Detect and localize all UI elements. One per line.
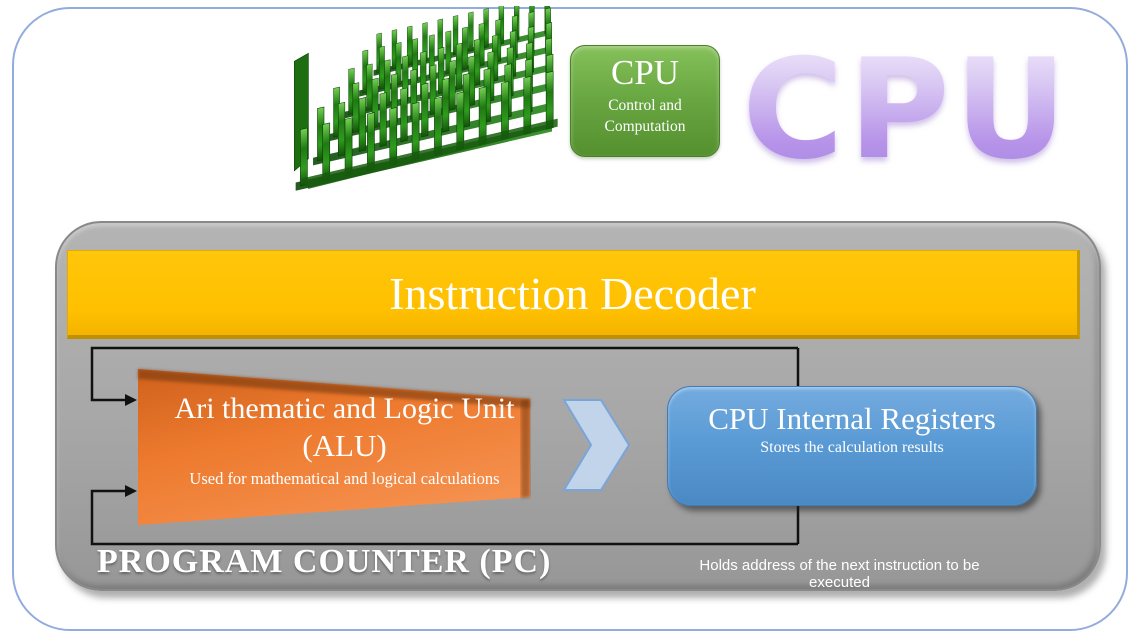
slide-border [12,7,1128,631]
chevron-arrow-icon [562,399,631,491]
alu-acronym: (ALU) [302,428,387,463]
alu-description: Used for mathematical and logical calcul… [189,468,500,488]
cpu-internal-registers-box: CPU Internal Registers Stores the calcul… [667,386,1037,506]
heatsink-image [294,6,558,191]
registers-description: Stores the calculation results [760,439,944,457]
program-counter-note: Holds address of the next instruction to… [699,557,980,591]
registers-title: CPU Internal Registers [708,401,996,436]
cpu-badge: CPU Control and Computation [570,45,720,157]
alu-title: Ari thematic and Logic Unit [174,392,515,425]
instruction-decoder-label: Instruction Decoder [389,267,756,319]
cpu-wordmark: CPU [742,28,1072,190]
instruction-decoder-banner: Instruction Decoder [67,250,1080,339]
alu-and-chevron-shapes [138,369,631,525]
arrowhead-icon [125,485,137,497]
arrowhead-icon [125,394,137,406]
program-counter-label: PROGRAM COUNTER (PC) [97,543,552,580]
alu-block: Ari thematic and Logic Unit (ALU) Used f… [152,391,537,489]
cpu-badge-subtitle: Control and Computation [604,96,686,135]
cpu-block-diagram-panel: Instruction Decoder [55,221,1101,591]
alu-trapezoid [138,369,530,525]
cpu-badge-title: CPU [610,53,680,92]
